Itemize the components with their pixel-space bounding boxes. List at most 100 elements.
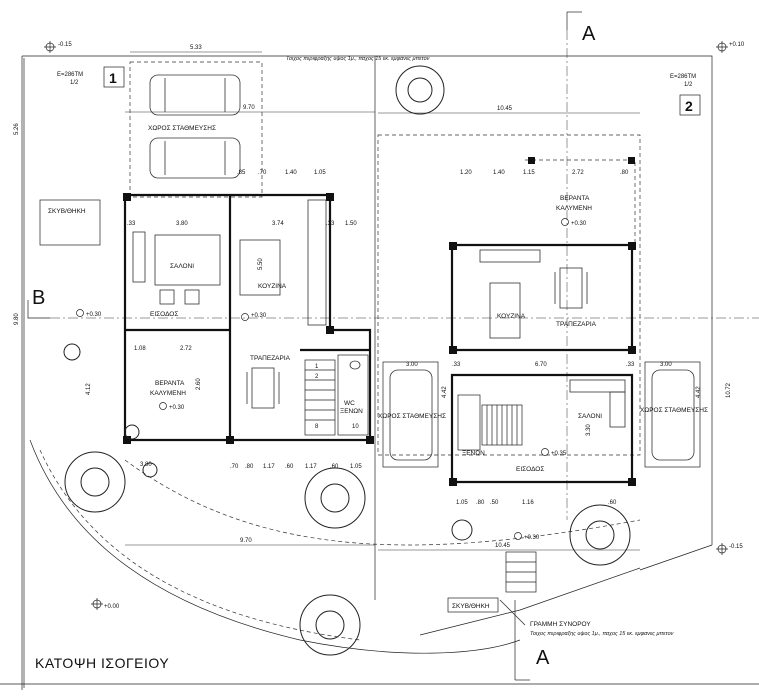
car-icon xyxy=(149,74,241,116)
shrub-icon xyxy=(142,462,158,478)
dining-table-icon xyxy=(246,367,280,409)
level-marker-tl: -0.15 xyxy=(44,41,72,53)
svg-text:E=286TM: E=286TM xyxy=(670,74,696,80)
shrub-icon xyxy=(124,424,140,440)
svg-text:.60: .60 xyxy=(330,464,339,470)
staircase-icon: 1 2 8 xyxy=(304,359,336,436)
armchair-icon xyxy=(159,289,200,305)
svg-text:.70: .70 xyxy=(258,170,267,176)
svg-text:1: 1 xyxy=(109,70,117,86)
svg-text:3.30: 3.30 xyxy=(586,424,592,436)
level-icon: +0.35 xyxy=(541,448,567,457)
svg-text:1/2: 1/2 xyxy=(684,82,693,88)
unit-1-badge: E=286TM 1/2 1 xyxy=(57,66,125,88)
room-label-kitchen-2: ΚΟΥΖΙΝΑ xyxy=(497,313,526,320)
drawing-title: ΚΑΤΟΨΗ ΙΣΟΓΕΙΟΥ xyxy=(35,655,169,671)
svg-text:2: 2 xyxy=(685,98,693,114)
room-label-parking-2a: ΧΩΡΟΣ ΣΤΑΘΜΕΥΣΗΣ xyxy=(378,413,446,420)
svg-text:1.50: 1.50 xyxy=(345,221,357,227)
svg-text:.70: .70 xyxy=(230,464,239,470)
tree-icon xyxy=(569,504,631,566)
svg-text:5.50: 5.50 xyxy=(258,258,264,270)
svg-text:3.00: 3.00 xyxy=(660,362,672,368)
wall-note-bottom: Τοιχος περιφραξης υψος 1μ., παχος 15 εκ.… xyxy=(530,631,674,637)
room-label-veranda-2: ΒΕΡΑΝΤΑ xyxy=(560,195,590,202)
unit-2-plan: 1.20 1.40 1.15 2.72 .80 ΒΕΡΑΝΤΑ ΚΑΛΥΜΕΝΗ… xyxy=(377,134,732,593)
svg-text:2: 2 xyxy=(315,374,319,380)
unit-2-badge: E=286TM 1/2 2 xyxy=(670,74,701,116)
svg-text:1.20: 1.20 xyxy=(460,170,472,176)
svg-text:1.15: 1.15 xyxy=(523,170,535,176)
svg-text:+0.35: +0.35 xyxy=(551,451,567,457)
svg-text:.50: .50 xyxy=(490,500,499,506)
svg-text:+0.30: +0.30 xyxy=(571,221,587,227)
tree-icon xyxy=(64,451,126,513)
svg-text:1.08: 1.08 xyxy=(134,346,146,352)
room-label-dining-1: ΤΡΑΠΕΖΑΡΙΑ xyxy=(250,355,291,362)
svg-text:.80: .80 xyxy=(620,170,629,176)
wall-note-top: Τοιχος περιφραξης υψος 1μ., παχος 15 εκ.… xyxy=(286,56,430,62)
svg-text:.80: .80 xyxy=(245,464,254,470)
level-icon: +0.30 xyxy=(159,402,185,411)
svg-text:1.40: 1.40 xyxy=(285,170,297,176)
svg-text:1/2: 1/2 xyxy=(70,80,79,86)
svg-text:+0.10: +0.10 xyxy=(729,42,745,48)
svg-text:5.33: 5.33 xyxy=(190,45,202,51)
svg-text:.33: .33 xyxy=(127,221,136,227)
dining-table-icon xyxy=(554,267,588,309)
svg-text:E=286TM: E=286TM xyxy=(57,72,83,78)
room-label-kitchen-1: ΚΟΥΖΙΝΑ xyxy=(258,283,287,290)
section-b-label: B xyxy=(32,287,45,309)
svg-text:10: 10 xyxy=(352,424,359,430)
svg-text:10.45: 10.45 xyxy=(497,106,513,112)
svg-text:9.80: 9.80 xyxy=(14,313,20,325)
room-label-living-2: ΣΑΛΟΝΙ xyxy=(578,413,602,420)
shrub-icon xyxy=(63,343,81,361)
sofa-icon xyxy=(132,231,221,286)
room-label-guest-1: ΞΕΝΩΝ xyxy=(340,408,363,415)
svg-text:10.72: 10.72 xyxy=(726,382,732,398)
svg-text:.60: .60 xyxy=(608,500,617,506)
car-icon xyxy=(149,137,241,179)
room-label-parking-2b: ΧΩΡΟΣ ΣΤΑΘΜΕΥΣΗΣ xyxy=(640,407,708,414)
svg-text:3.74: 3.74 xyxy=(272,221,284,227)
section-a-bottom-label: A xyxy=(536,647,550,669)
svg-text:.33: .33 xyxy=(626,362,635,368)
room-label-covered-1: ΚΑΛΥΜΕΝΗ xyxy=(150,390,186,397)
svg-text:1.05: 1.05 xyxy=(350,464,362,470)
room-label-veranda-1: ΒΕΡΑΝΤΑ xyxy=(155,380,185,387)
svg-text:4.42: 4.42 xyxy=(442,386,448,398)
svg-text:1.05: 1.05 xyxy=(314,170,326,176)
tree-icon xyxy=(299,594,361,656)
car-icon xyxy=(651,369,695,461)
svg-text:2.72: 2.72 xyxy=(180,346,192,352)
room-label-parking: ΧΩΡΟΣ ΣΤΑΘΜΕΥΣΗΣ xyxy=(148,125,216,132)
room-label-guest-2: ΞΕΝΩΝ xyxy=(462,450,485,457)
svg-text:+0.30: +0.30 xyxy=(524,535,540,541)
room-label-dining-2: ΤΡΑΠΕΖΑΡΙΑ xyxy=(556,321,597,328)
svg-text:.60: .60 xyxy=(285,464,294,470)
svg-text:1: 1 xyxy=(315,364,319,370)
room-label-covered-2: ΚΑΛΥΜΕΝΗ xyxy=(556,205,592,212)
level-icon: +0.30 xyxy=(514,532,540,541)
section-line-a: A A xyxy=(514,11,596,681)
boundary-label: ΓΡΑΜΜΗ ΣΥΝΟΡΟΥ xyxy=(530,621,591,628)
level-marker-bl: +0.00 xyxy=(91,598,120,610)
svg-text:.85: .85 xyxy=(237,170,246,176)
section-line-b: B xyxy=(27,287,759,319)
svg-text:.80: .80 xyxy=(476,500,485,506)
tree-icon xyxy=(304,467,366,529)
svg-text:2.72: 2.72 xyxy=(572,170,584,176)
svg-text:10.45: 10.45 xyxy=(495,543,511,549)
staircase-icon xyxy=(481,404,523,446)
svg-text:+0.30: +0.30 xyxy=(86,312,102,318)
svg-text:4.12: 4.12 xyxy=(86,383,92,395)
room-label-storage-2: ΣΚΥΒ/ΘΗΚΗ xyxy=(452,603,490,610)
plot-boundary xyxy=(21,55,713,690)
level-icon: +0.30 xyxy=(561,218,587,227)
svg-text:+0.30: +0.30 xyxy=(251,313,267,319)
svg-text:-0.15: -0.15 xyxy=(729,544,743,550)
room-label-storage: ΣΚΥΒ/ΘΗΚΗ xyxy=(48,208,86,215)
svg-text:-0.15: -0.15 xyxy=(58,42,72,48)
